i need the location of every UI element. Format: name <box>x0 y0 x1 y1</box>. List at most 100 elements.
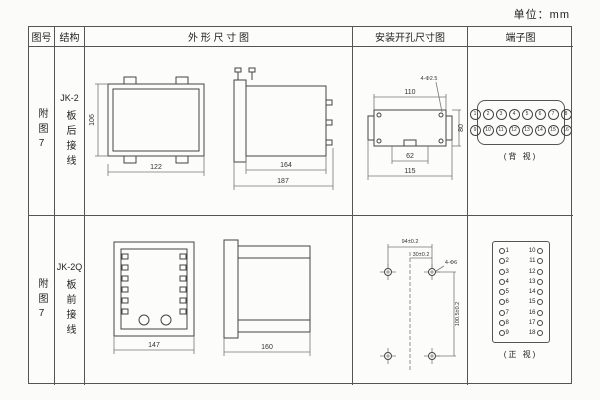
view-label-front: (正 视) <box>503 350 538 359</box>
terminal-number: 1 <box>505 248 509 254</box>
mounting-cell-jk2: 110 4-Φ2.5 62 115 80 <box>353 47 468 216</box>
dim-width: 122 <box>150 164 162 171</box>
outline-drawing-jk2: 106 122 <box>89 67 333 190</box>
dim-total-depth: 187 <box>277 178 289 185</box>
jk2-cutout-dim-lines <box>367 81 461 180</box>
terminal-number: 8 <box>505 319 509 326</box>
terminal-screw-icon <box>498 309 505 316</box>
terminal-number: 2 <box>505 258 509 265</box>
terminal-screw-icon <box>536 268 543 275</box>
mounting-drawing-jk2q: 94±0.2 30±0.2 4-Φ6 100.5±0.2 <box>379 239 461 372</box>
terminal-circle: 11 <box>495 125 507 136</box>
model-label: JK-2Q <box>56 262 83 272</box>
terminal-pair-row: 1 10 <box>498 248 543 254</box>
jk2q-center-lines <box>379 251 440 372</box>
terminal-pair-row: 2 11 <box>498 258 543 265</box>
terminal-box-rear: 1 2 3 4 5 6 7 8 9 10 11 12 13 14 15 <box>469 100 572 145</box>
fig-cell-jk2: 附图7 <box>29 47 55 216</box>
terminal-number: 5 <box>505 289 509 295</box>
terminal-number: 11 <box>529 258 536 265</box>
terminal-number: 7 <box>505 309 509 316</box>
terminal-screw-icon <box>536 330 543 336</box>
terminal-number: 3 <box>505 268 509 275</box>
terminal-box-front: 1 10 2 11 3 12 4 13 5 14 <box>491 241 550 343</box>
terminal-number: 12 <box>528 268 536 275</box>
dim-inner-offset: 30±0.2 <box>412 252 429 258</box>
mounting-cell-jk2q: 94±0.2 30±0.2 4-Φ6 100.5±0.2 <box>353 216 468 385</box>
terminal-circle: 10 <box>482 125 494 136</box>
fig-label: 附图7 <box>36 277 47 324</box>
terminal-cell-jk2q: 1 10 2 11 3 12 4 13 5 14 <box>468 216 573 385</box>
terminal-pair-row: 6 15 <box>498 299 543 306</box>
terminal-screw-icon <box>536 289 543 295</box>
terminal-screw-icon <box>498 319 505 326</box>
jk2-front-view <box>107 76 204 164</box>
structure-cell-jk2q: JK-2Q 板前接线 <box>55 216 85 385</box>
terminal-circle: 2 <box>482 109 494 120</box>
dim-width: 147 <box>148 342 160 349</box>
terminal-number: 15 <box>528 299 536 306</box>
terminal-screw-icon <box>536 319 543 326</box>
header-fig-number: 图号 <box>29 27 55 47</box>
terminal-screw-icon <box>536 248 543 254</box>
terminal-circle: 5 <box>521 109 533 120</box>
jk2q-holes <box>383 267 436 360</box>
terminal-screw-icon <box>536 309 543 316</box>
mounting-drawing-jk2: 110 4-Φ2.5 62 115 80 <box>367 76 465 180</box>
dim-height: 106 <box>89 114 96 126</box>
terminal-circle: 14 <box>534 125 546 136</box>
terminal-circle: 1 <box>469 109 481 120</box>
dim-depth: 160 <box>261 344 273 351</box>
jk2-front-dim-lines <box>94 83 204 176</box>
terminal-pair-row: 8 17 <box>498 319 543 326</box>
terminal-circle: 7 <box>547 109 559 120</box>
outline-drawing-jk2q: 147 160 <box>113 239 310 356</box>
dim-side-height: 100.5±0.2 <box>455 301 461 325</box>
terminal-row-top: 1 2 3 4 5 6 7 8 <box>469 109 572 120</box>
unit-label: 单位：mm <box>513 9 570 21</box>
terminal-circle: 12 <box>508 125 520 136</box>
header-mounting-holes: 安装开孔尺寸图 <box>353 27 468 47</box>
view-label-rear: (背 视) <box>503 152 538 161</box>
terminal-circle: 4 <box>508 109 520 120</box>
holes-note: 4-Φ2.5 <box>420 76 437 82</box>
header-terminal-diagram: 端子图 <box>468 27 573 47</box>
terminal-row-bottom: 9 10 11 12 13 14 15 16 <box>469 125 572 136</box>
terminal-cell-jk2: 1 2 3 4 5 6 7 8 9 10 11 12 13 14 15 <box>468 47 573 216</box>
terminal-number: 16 <box>528 309 536 316</box>
dim-side-height: 80 <box>458 124 465 132</box>
outline-cell-jk2: 106 122 <box>85 47 353 216</box>
terminal-screw-icon <box>498 248 505 254</box>
dim-bottom-width: 115 <box>404 168 415 175</box>
terminal-screw-icon <box>498 330 505 336</box>
outline-cell-jk2q: 147 160 <box>85 216 353 385</box>
dim-inner-width: 62 <box>406 153 414 160</box>
dim-body-depth: 164 <box>280 162 292 169</box>
terminal-number: 9 <box>505 330 509 336</box>
jk2q-side-dim-lines <box>223 331 310 356</box>
terminal-screw-icon <box>536 278 543 285</box>
terminal-circle: 6 <box>534 109 546 120</box>
dim-top-width: 110 <box>404 89 415 96</box>
header-structure: 结构 <box>55 27 85 47</box>
terminal-circle: 13 <box>521 125 533 136</box>
terminal-screw-icon <box>536 299 543 306</box>
terminal-circle: 15 <box>547 125 559 136</box>
terminal-screw-icon <box>498 278 505 285</box>
terminal-circle: 16 <box>560 125 572 136</box>
terminal-pair-row: 4 13 <box>498 278 543 285</box>
jk2-cutout-shape <box>367 109 452 147</box>
model-label: JK-2 <box>60 92 79 103</box>
terminal-screw-icon <box>498 289 505 295</box>
dim-top-width: 94±0.2 <box>401 239 418 245</box>
spec-table: 图号 结构 外 形 尺 寸 图 安装开孔尺寸图 端子图 附图7 JK-2 板后接… <box>28 26 573 385</box>
terminal-screw-icon <box>498 268 505 275</box>
structure-cell-jk2: JK-2 板后接线 <box>55 47 85 216</box>
fig-cell-jk2q: 附图7 <box>29 216 55 385</box>
jk2q-dim-lines <box>387 243 456 356</box>
terminal-pair-row: 7 16 <box>498 309 543 316</box>
fig-label: 附图7 <box>36 108 47 154</box>
terminal-screw-icon <box>536 258 543 265</box>
terminal-pair-row: 9 18 <box>498 330 543 336</box>
